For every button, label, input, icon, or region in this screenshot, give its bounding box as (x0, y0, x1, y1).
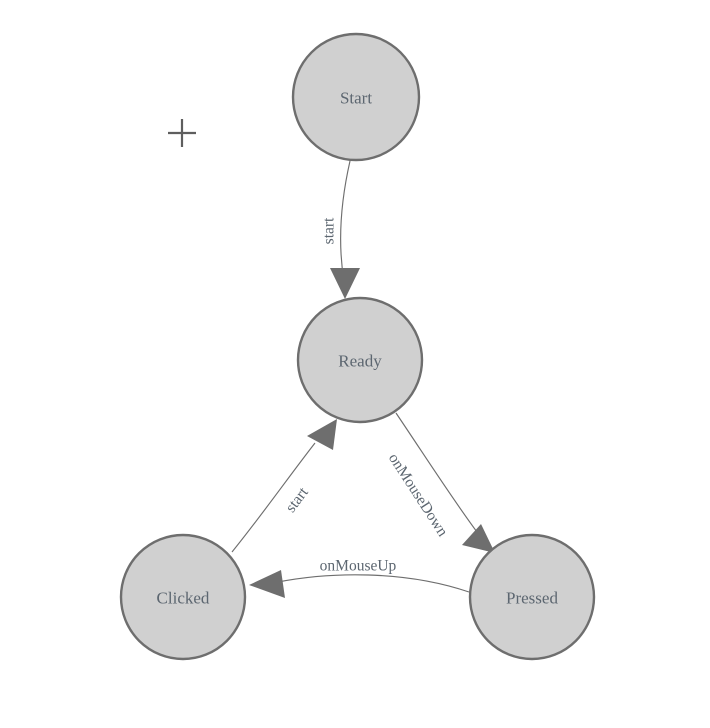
node-clicked[interactable]: Clicked (119, 533, 247, 661)
edge-pressed-to-clicked-arrowhead (249, 570, 285, 598)
node-pressed-label: Pressed (506, 589, 558, 608)
node-ready[interactable]: Ready (296, 296, 424, 424)
node-start-label: Start (340, 89, 372, 108)
edge-start-to-ready[interactable]: start (321, 160, 361, 299)
edge-ready-to-pressed[interactable]: onMouseDown (385, 412, 495, 553)
node-pressed-circle (468, 533, 596, 661)
edge-pressed-to-clicked-label: onMouseUp (320, 558, 397, 575)
edge-ready-to-pressed-path (395, 412, 481, 537)
edge-clicked-to-ready[interactable]: start (231, 419, 337, 553)
node-ready-circle (296, 296, 424, 424)
node-start[interactable]: Start (291, 32, 421, 162)
edge-start-to-ready-arrowhead (330, 268, 360, 299)
edge-clicked-to-ready-label: start (282, 484, 312, 516)
edge-ready-to-pressed-label: onMouseDown (385, 450, 451, 540)
node-ready-label: Ready (338, 352, 382, 371)
node-pressed[interactable]: Pressed (468, 533, 596, 661)
edge-clicked-to-ready-arrowhead (307, 419, 337, 450)
node-clicked-circle (119, 533, 247, 661)
edge-start-to-ready-path (340, 160, 351, 282)
edge-pressed-to-clicked-path (277, 574, 470, 593)
edge-clicked-to-ready-path (231, 442, 316, 553)
node-start-circle (291, 32, 421, 162)
edge-start-to-ready-label: start (321, 217, 338, 244)
crosshair-icon (168, 119, 196, 147)
edge-pressed-to-clicked[interactable]: onMouseUp (249, 558, 470, 599)
node-clicked-label: Clicked (157, 589, 210, 608)
edge-ready-to-pressed-arrowhead (462, 524, 495, 553)
